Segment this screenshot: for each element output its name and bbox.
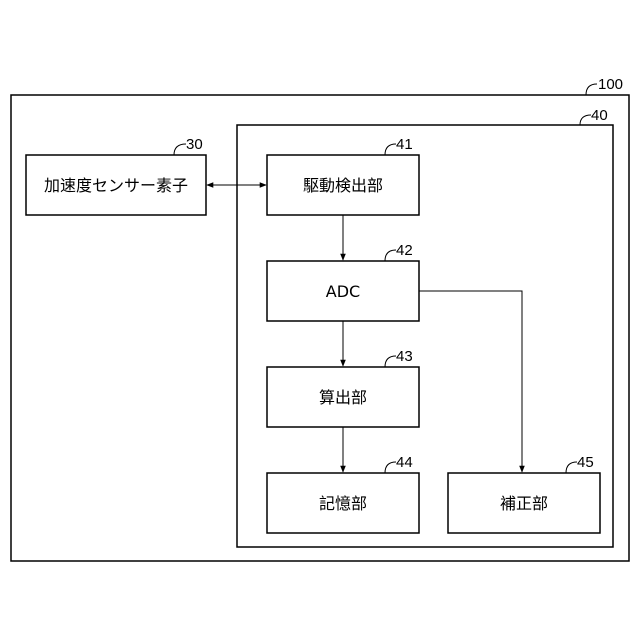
adc-ref-leader (385, 250, 396, 261)
correction-label: 補正部 (500, 494, 548, 513)
sensor-ref: 30 (186, 136, 203, 153)
correction-ref-leader (566, 462, 577, 473)
circuit-ref: 40 (591, 107, 608, 124)
drive-detect-label: 駆動検出部 (303, 176, 383, 195)
memory-ref: 44 (396, 454, 413, 471)
adc-to-correction-arrow (419, 291, 522, 472)
calc-ref: 43 (396, 348, 413, 365)
circuit-ref-leader (580, 115, 591, 125)
calc-label: 算出部 (319, 388, 367, 407)
correction-ref: 45 (577, 454, 594, 471)
device-ref-leader (586, 84, 597, 95)
device-ref: 100 (598, 76, 623, 93)
memory-label: 記憶部 (319, 494, 367, 513)
sensor-ref-leader (174, 144, 186, 155)
drive-detect-ref-leader (385, 144, 396, 155)
drive-detect-ref: 41 (396, 136, 413, 153)
adc-label: ADC (326, 282, 360, 301)
memory-ref-leader (385, 462, 396, 473)
calc-ref-leader (385, 356, 396, 367)
sensor-label: 加速度センサー素子 (44, 176, 188, 195)
adc-ref: 42 (396, 242, 413, 259)
